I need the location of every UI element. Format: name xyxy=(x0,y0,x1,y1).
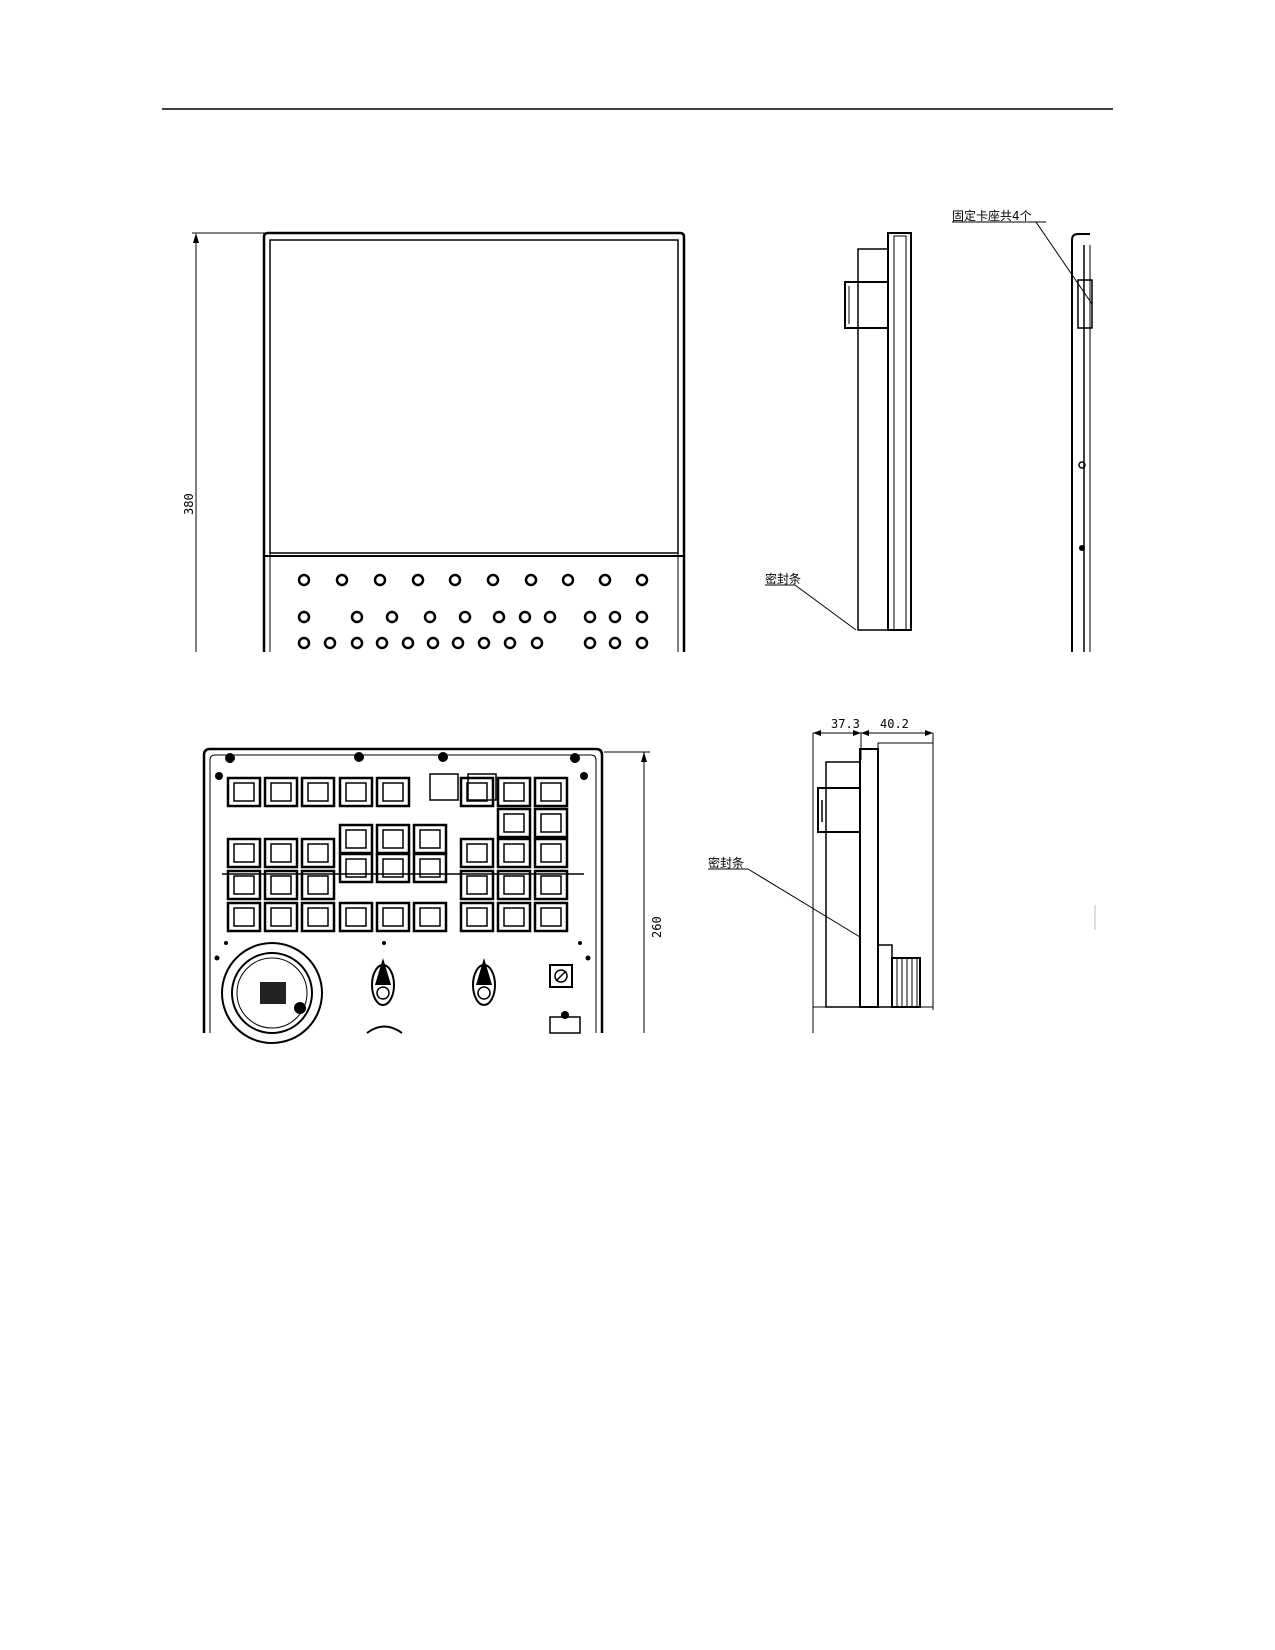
keypad-key-5 xyxy=(459,776,495,808)
panel-key-0-4 xyxy=(448,573,462,587)
keypad-key-30 xyxy=(226,901,262,933)
panel-key-1-6 xyxy=(518,610,532,624)
keypad-key-19 xyxy=(496,837,532,869)
upper-back-view: 固定卡座共4个 xyxy=(952,208,1093,652)
height-dimension-380: 380 xyxy=(182,493,196,515)
keypad-key-34 xyxy=(375,901,411,933)
panel-key-1-0 xyxy=(297,610,311,624)
panel-key-0-1 xyxy=(335,573,349,587)
keypad-key-7 xyxy=(533,776,569,808)
panel-key-0-9 xyxy=(635,573,649,587)
selector-switch-left xyxy=(371,958,395,1006)
keypad-key-0 xyxy=(226,776,262,808)
keypad-key-12 xyxy=(226,837,262,869)
key-switch xyxy=(549,964,573,988)
panel-key-2-4 xyxy=(401,636,415,650)
keypad-key-28 xyxy=(496,869,532,901)
emergency-stop-button xyxy=(221,942,323,1044)
keypad-key-17 xyxy=(412,823,448,855)
seal-strip-label-lower: 密封条 xyxy=(708,855,744,870)
lower-side-view: 37.3 40.2 密封条 xyxy=(708,717,1096,1033)
panel-key-0-5 xyxy=(486,573,500,587)
keypad-key-32 xyxy=(300,901,336,933)
panel-key-2-12 xyxy=(635,636,649,650)
panel-key-2-11 xyxy=(608,636,622,650)
mounting-hole-0 xyxy=(225,753,235,763)
lower-front-view: 260 xyxy=(202,747,664,1044)
panel-key-2-7 xyxy=(477,636,491,650)
keypad-key-20 xyxy=(533,837,569,869)
mounting-hole-2 xyxy=(438,752,448,762)
panel-key-2-9 xyxy=(530,636,544,650)
depth-dimension-left: 37.3 xyxy=(831,717,860,731)
keypad-key-4 xyxy=(375,776,411,808)
keypad-key-29 xyxy=(533,869,569,901)
panel-key-1-10 xyxy=(635,610,649,624)
keypad-key-16 xyxy=(375,823,411,855)
panel-key-0-3 xyxy=(411,573,425,587)
mounting-hole-4 xyxy=(215,772,223,780)
panel-key-1-4 xyxy=(458,610,472,624)
keypad-key-37 xyxy=(496,901,532,933)
upper-front-view: 380 xyxy=(182,231,686,652)
keypad-key-18 xyxy=(459,837,495,869)
panel-key-0-6 xyxy=(524,573,538,587)
keypad-key-15 xyxy=(338,823,374,855)
keypad-key-3 xyxy=(338,776,374,808)
panel-key-1-8 xyxy=(583,610,597,624)
keypad-key-31 xyxy=(263,901,299,933)
panel-key-1-9 xyxy=(608,610,622,624)
blank-slot-9 xyxy=(467,773,497,801)
mounting-clip-label: 固定卡座共4个 xyxy=(952,208,1032,223)
panel-key-2-8 xyxy=(503,636,517,650)
keypad-key-10 xyxy=(496,807,532,839)
panel-key-1-7 xyxy=(543,610,557,624)
keypad-key-6 xyxy=(496,776,532,808)
keypad-key-33 xyxy=(338,901,374,933)
keypad-key-25 xyxy=(263,869,299,901)
panel-key-2-1 xyxy=(323,636,337,650)
keypad-key-24 xyxy=(226,869,262,901)
seal-strip-label-upper: 密封条 xyxy=(765,571,801,586)
panel-key-2-0 xyxy=(297,636,311,650)
panel-key-0-8 xyxy=(598,573,612,587)
panel-key-2-10 xyxy=(583,636,597,650)
keypad-key-2 xyxy=(300,776,336,808)
upper-key-circles xyxy=(297,573,649,650)
panel-key-2-5 xyxy=(426,636,440,650)
keypad-key-38 xyxy=(533,901,569,933)
panel-key-2-3 xyxy=(375,636,389,650)
panel-key-0-7 xyxy=(561,573,575,587)
panel-key-1-2 xyxy=(385,610,399,624)
depth-dimension-right: 40.2 xyxy=(880,717,909,731)
keypad-key-22 xyxy=(375,852,411,884)
height-dimension-260: 260 xyxy=(650,916,664,938)
selector-switch-right xyxy=(472,958,496,1006)
keypad-key-11 xyxy=(533,807,569,839)
panel-key-1-1 xyxy=(350,610,364,624)
panel-key-1-5 xyxy=(492,610,506,624)
blank-slot-8 xyxy=(429,773,459,801)
panel-key-2-6 xyxy=(451,636,465,650)
keypad-key-1 xyxy=(263,776,299,808)
keypad-key-27 xyxy=(459,869,495,901)
keypad-key-13 xyxy=(263,837,299,869)
panel-key-2-2 xyxy=(350,636,364,650)
keypad-key-35 xyxy=(412,901,448,933)
panel-key-1-3 xyxy=(423,610,437,624)
keypad-key-21 xyxy=(338,852,374,884)
upper-side-view: 密封条 xyxy=(765,232,912,631)
keypad-key-23 xyxy=(412,852,448,884)
panel-key-0-0 xyxy=(297,573,311,587)
mounting-hole-5 xyxy=(580,772,588,780)
keypad-key-36 xyxy=(459,901,495,933)
mounting-hole-1 xyxy=(354,752,364,762)
display-screen xyxy=(269,239,679,554)
panel-key-0-2 xyxy=(373,573,387,587)
mounting-hole-3 xyxy=(570,753,580,763)
keypad-key-14 xyxy=(300,837,336,869)
keypad-key-26 xyxy=(300,869,336,901)
